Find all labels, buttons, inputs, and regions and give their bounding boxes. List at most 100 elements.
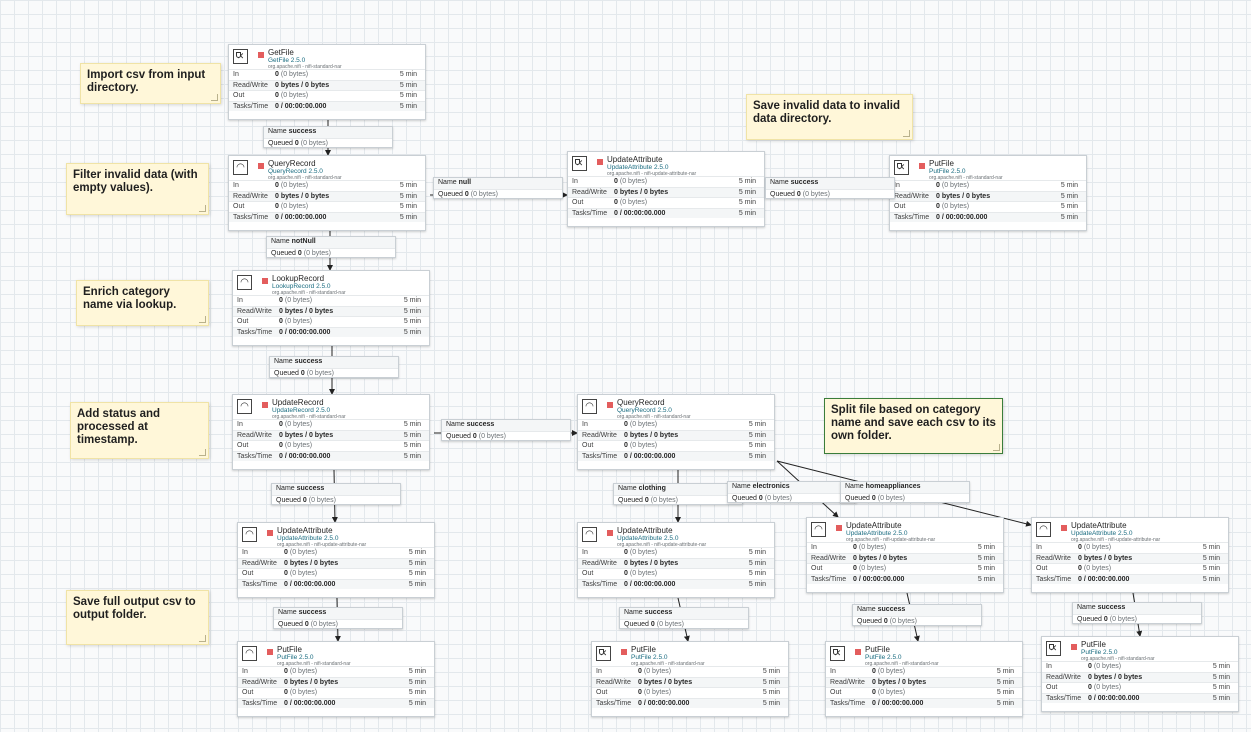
stats-value-main: 0 xyxy=(284,570,288,577)
annotation-label[interactable]: Save full output csv to output folder. xyxy=(66,590,209,645)
stats-label: Out xyxy=(596,689,608,696)
queued-size: (0 bytes) xyxy=(802,190,830,198)
stats-value-extra: (0 bytes) xyxy=(1093,684,1122,691)
stats-label: Read/Write xyxy=(582,559,617,567)
resize-grip-icon[interactable] xyxy=(903,130,910,137)
stats-value-main: 0 xyxy=(279,297,283,304)
stats-value-main: 0 / 00:00:00.000 xyxy=(936,213,988,221)
stats-value: 0 (0 bytes) xyxy=(1088,683,1121,694)
annotation-label[interactable]: Add status and processed at timestamp. xyxy=(70,402,209,459)
stats-value: 0 (0 bytes) xyxy=(624,441,657,452)
annotation-text: Split file based on category name and sa… xyxy=(831,404,996,443)
stats-time: 5 min xyxy=(1060,192,1078,200)
stats-value: 0 (0 bytes) xyxy=(638,667,671,678)
processor-bundle: org.apache.nifi - nifi-standard-nar xyxy=(1081,656,1155,662)
shield-icon xyxy=(599,649,604,655)
stats-label: Tasks/Time xyxy=(596,699,632,707)
stats-value: 0 (0 bytes) xyxy=(872,688,905,699)
resize-grip-icon[interactable] xyxy=(199,449,206,456)
putfile-shield-icon: ✕ xyxy=(830,646,845,661)
stats-value-extra: (0 bytes) xyxy=(643,668,672,675)
stats-label: In xyxy=(582,549,588,556)
resize-grip-icon[interactable] xyxy=(211,94,218,101)
stats-value: 0 (0 bytes) xyxy=(624,569,657,580)
processor-name: UpdateAttribute xyxy=(846,521,902,530)
stats-time: 5 min xyxy=(996,678,1014,686)
stats-label: Read/Write xyxy=(572,188,607,196)
stats-value-main: 0 / 00:00:00.000 xyxy=(279,452,331,460)
stats-time: 5 min xyxy=(977,575,995,583)
stopped-status-icon xyxy=(597,159,603,165)
processor-icon: ◠ xyxy=(582,399,597,414)
resize-grip-icon[interactable] xyxy=(199,205,206,212)
annotation-label[interactable]: Save invalid data to invalid data direct… xyxy=(746,94,913,140)
stats-value-main: 0 / 00:00:00.000 xyxy=(275,102,327,110)
connection-name: notNull xyxy=(291,238,316,245)
stats-time: 5 min xyxy=(738,209,756,217)
shield-icon xyxy=(575,159,580,165)
annotation-label[interactable]: Import csv from input directory. xyxy=(80,63,221,104)
resize-grip-icon[interactable] xyxy=(199,316,206,323)
processor-name: UpdateAttribute xyxy=(277,526,333,535)
stats-time: 5 min xyxy=(399,203,417,210)
stats-value-main: 0 xyxy=(284,689,288,696)
stats-label: In xyxy=(1036,544,1042,551)
stats-label: Read/Write xyxy=(237,307,272,315)
stats-time: 5 min xyxy=(399,81,417,89)
annotation-label[interactable]: Enrich category name via lookup. xyxy=(76,280,209,326)
resize-grip-icon[interactable] xyxy=(993,444,1000,451)
stats-time: 5 min xyxy=(399,92,417,99)
stats-label: Out xyxy=(894,203,906,210)
queued-size: (0 bytes) xyxy=(889,617,917,625)
annotation-label[interactable]: Split file based on category name and sa… xyxy=(824,398,1003,454)
processor-name: PutFile xyxy=(865,645,890,654)
stats-value-extra: (0 bytes) xyxy=(289,549,318,556)
stats-label: Tasks/Time xyxy=(582,580,618,588)
stats-value-main: 0 xyxy=(284,668,288,675)
stats-value: 0 (0 bytes) xyxy=(279,420,312,431)
stats-value: 0 (0 bytes) xyxy=(279,441,312,452)
stats-value: 0 (0 bytes) xyxy=(614,198,647,209)
queued-size: (0 bytes) xyxy=(650,496,678,504)
annotation-label[interactable]: Filter invalid data (with empty values). xyxy=(66,163,209,215)
queued-count: 0 xyxy=(464,190,469,198)
resize-grip-icon[interactable] xyxy=(199,635,206,642)
queued-label: Queued xyxy=(618,496,643,504)
stats-time: 5 min xyxy=(996,668,1014,675)
annotation-text: Enrich category name via lookup. xyxy=(83,286,177,312)
